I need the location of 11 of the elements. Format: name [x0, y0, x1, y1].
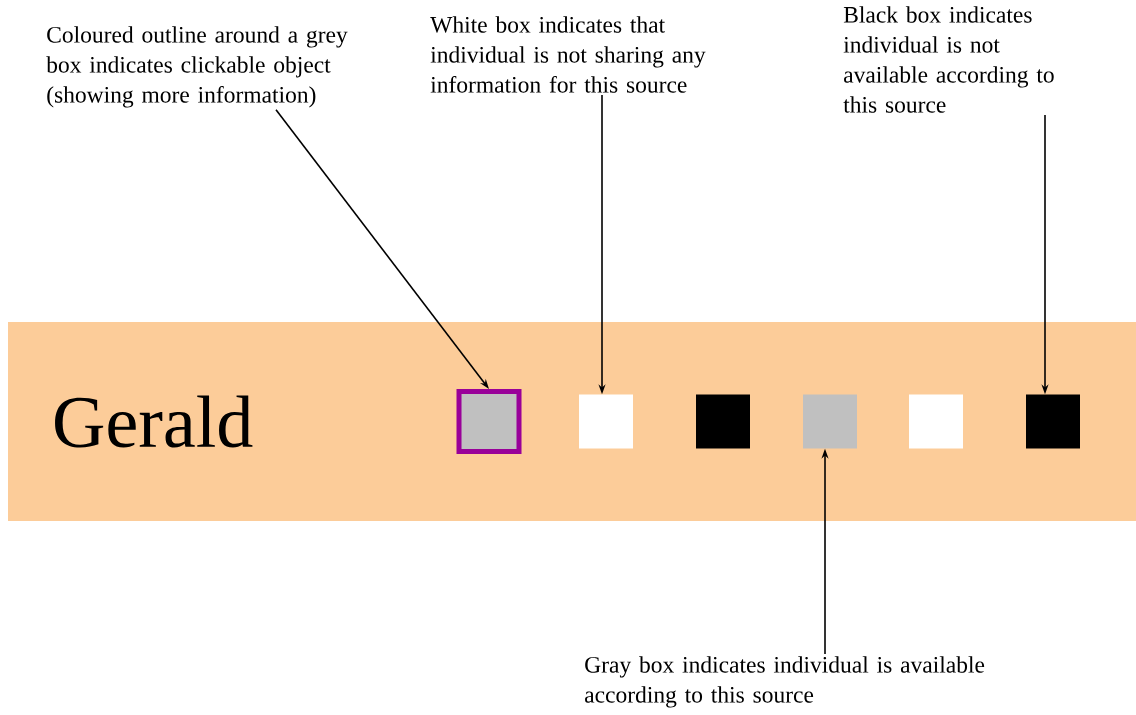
annotation-text: Coloured outline around a grey box indicates clickable object (showing more information) [46, 26, 348, 108]
status-square [579, 394, 633, 449]
clickable-square [456, 389, 522, 454]
annotation-text: Black box indicates individual is not available according to this source [843, 6, 1054, 113]
name-band: Gerald [8, 322, 1136, 521]
annotation-text: White box indicates that individual is not sharing any information for this source [430, 16, 706, 93]
status-square [803, 394, 857, 449]
annotation-text: Gray box indicates individual is available according to this source [585, 656, 985, 708]
status-square [909, 394, 963, 449]
status-square [696, 394, 750, 449]
status-square [1026, 394, 1080, 449]
